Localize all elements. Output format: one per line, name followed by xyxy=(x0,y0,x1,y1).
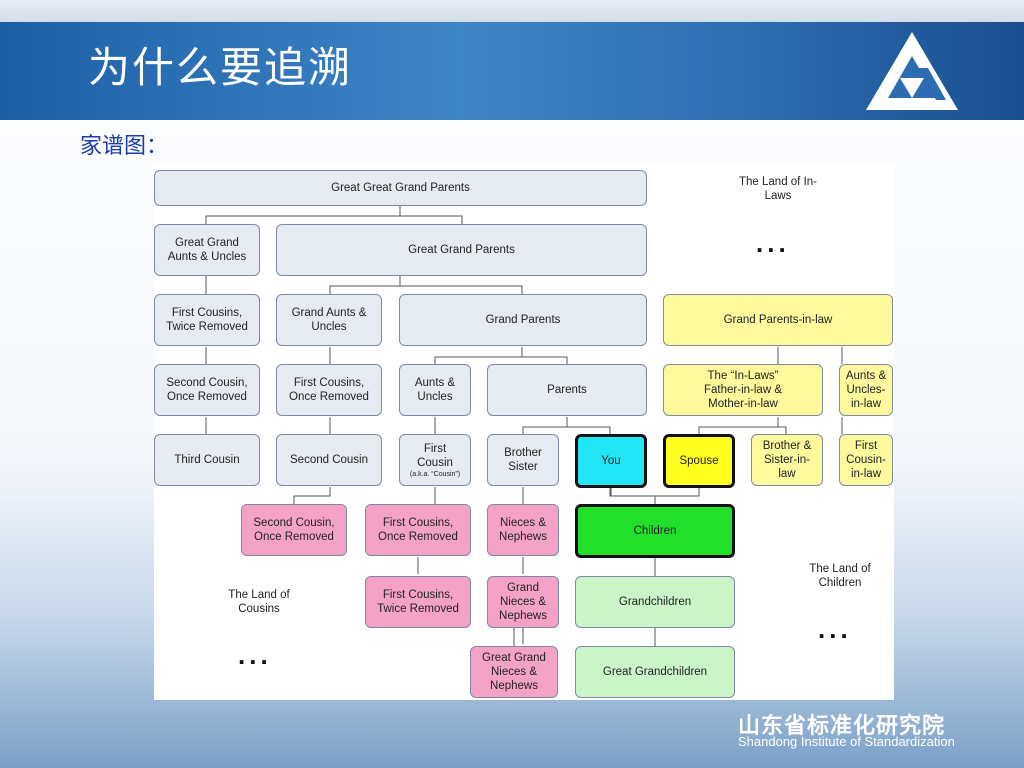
first-cousin-label: First Cousin xyxy=(417,442,453,469)
land-of-children-label: The Land of Children xyxy=(809,563,871,589)
institute-logo-icon xyxy=(866,32,958,110)
aunts-uncles-box: Aunts & Uncles xyxy=(399,364,471,416)
grand-parents-in-law-box: Grand Parents-in-law xyxy=(663,294,893,346)
brother-sister-in-law-box: Brother & Sister-in- law xyxy=(751,434,823,486)
great-grand-parents-box: Great Grand Parents xyxy=(276,224,647,276)
great-grand-aunts-uncles-box: Great Grand Aunts & Uncles xyxy=(154,224,260,276)
grand-aunts-uncles-box: Grand Aunts & Uncles xyxy=(276,294,382,346)
great-great-grand-parents-box: Great Great Grand Parents xyxy=(154,170,647,206)
cousins-ellipsis: ... xyxy=(238,640,272,670)
first-cousins-once-removed-box: First Cousins, Once Removed xyxy=(365,504,471,556)
grandchildren-box: Grandchildren xyxy=(575,576,735,628)
second-cousin-once-removed-box: Second Cousin, Once Removed xyxy=(241,504,347,556)
third-cousin-box: Third Cousin xyxy=(154,434,260,486)
second-cousin-once-removed-top-box: Second Cousin, Once Removed xyxy=(154,364,260,416)
children-box: Children xyxy=(575,504,735,558)
second-cousin-box: Second Cousin xyxy=(276,434,382,486)
grand-nieces-nephews-box: Grand Nieces & Nephews xyxy=(487,576,559,628)
aunts-uncles-in-law-box: Aunts & Uncles- in-law xyxy=(839,364,893,416)
first-cousins-twice-removed-top-box: First Cousins, Twice Removed xyxy=(154,294,260,346)
slide-title: 为什么要追溯 xyxy=(88,43,353,92)
first-cousin-box: First Cousin (a.k.a. “Cousin”) xyxy=(399,434,471,486)
header-banner xyxy=(0,22,1024,120)
great-grand-nieces-nephews-box: Great Grand Nieces & Nephews xyxy=(470,646,558,698)
first-cousins-once-removed-top-box: First Cousins, Once Removed xyxy=(276,364,382,416)
grand-parents-box: Grand Parents xyxy=(399,294,647,346)
great-grandchildren-box: Great Grandchildren xyxy=(575,646,735,698)
spouse-box: Spouse xyxy=(663,434,735,488)
footer-org-chinese: 山东省标准化研究院 xyxy=(738,714,946,739)
in-laws-ellipsis: ... xyxy=(756,228,790,258)
brother-sister-box: Brother Sister xyxy=(487,434,559,486)
you-box: You xyxy=(575,434,647,488)
top-strip xyxy=(0,0,1024,22)
nieces-nephews-box: Nieces & Nephews xyxy=(487,504,559,556)
first-cousin-in-law-box: First Cousin- in-law xyxy=(839,434,893,486)
footer-org-english: Shandong Institute of Standardization xyxy=(738,734,955,749)
children-ellipsis: ... xyxy=(818,614,852,644)
land-of-cousins-label: The Land of Cousins xyxy=(228,589,290,615)
in-laws-box: The “In-Laws” Father-in-law & Mother-in-… xyxy=(663,364,823,416)
subtitle: 家谱图： xyxy=(80,134,169,159)
first-cousin-aka: (a.k.a. “Cousin”) xyxy=(409,470,461,478)
first-cousins-twice-removed-box: First Cousins, Twice Removed xyxy=(365,576,471,628)
land-of-in-laws-label: The Land of In- Laws xyxy=(739,176,817,202)
parents-box: Parents xyxy=(487,364,647,416)
